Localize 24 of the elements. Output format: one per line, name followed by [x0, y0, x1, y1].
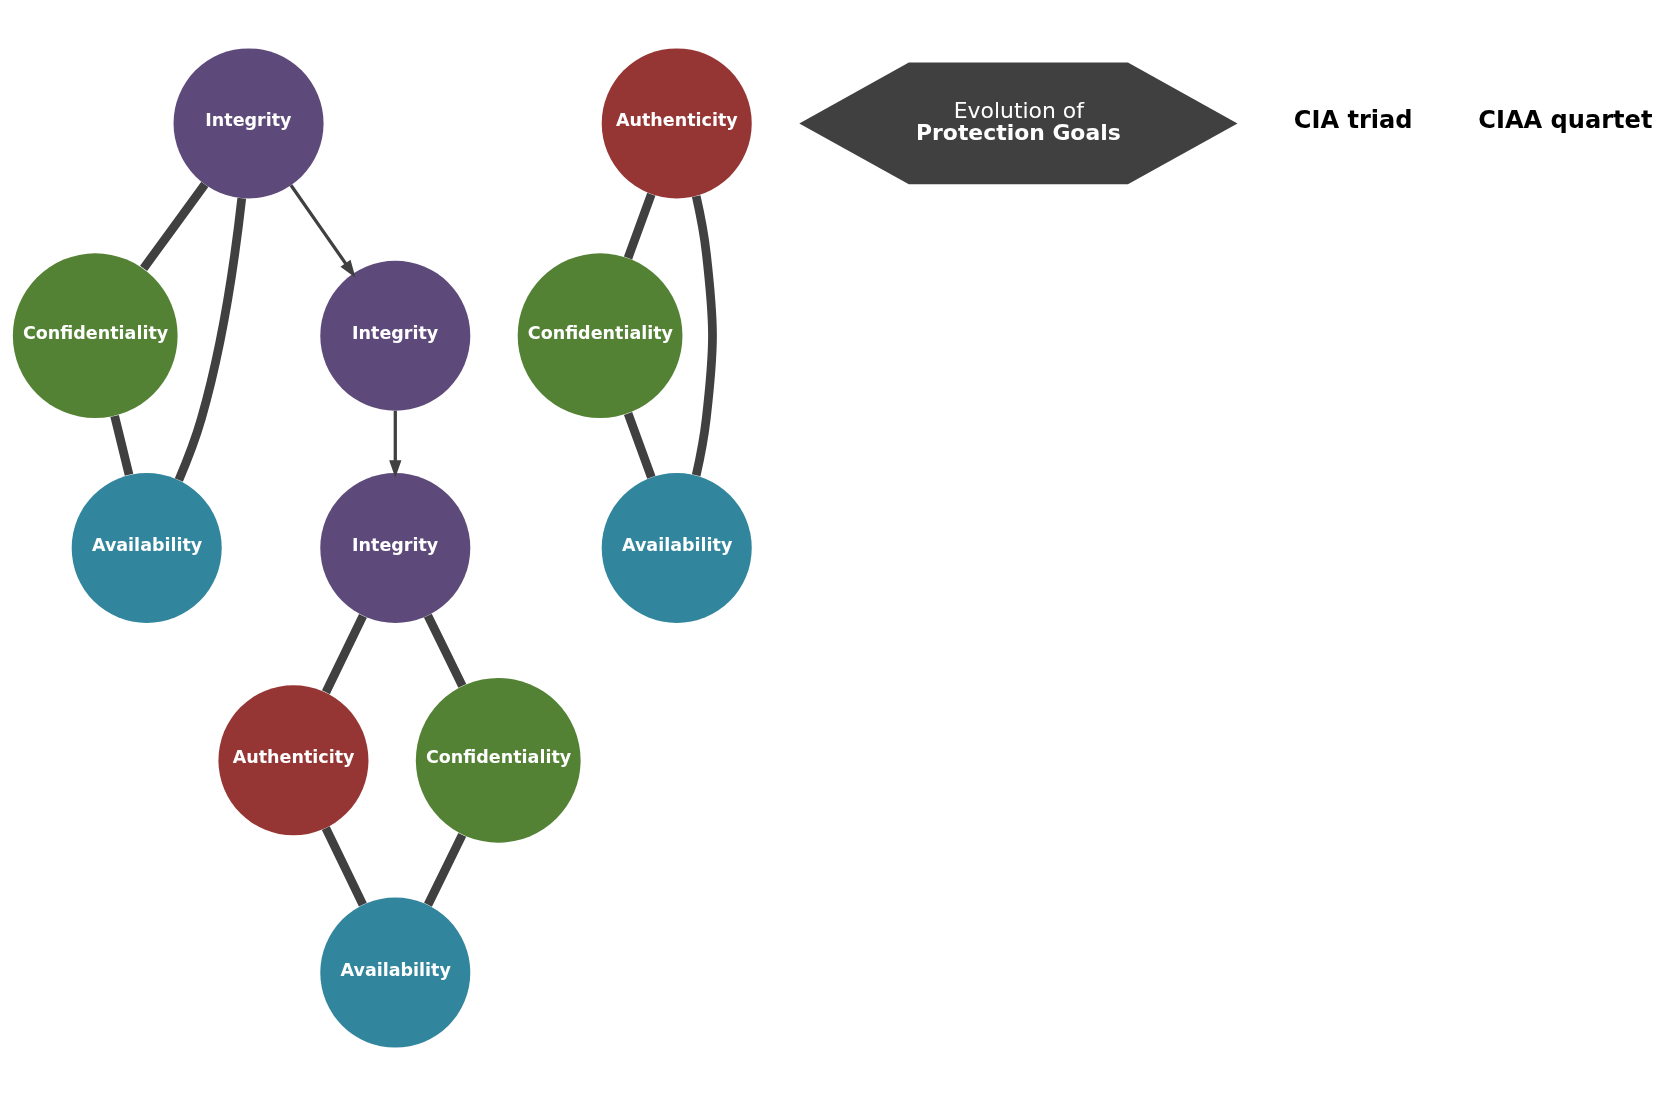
node-circle: Authenticity — [601, 48, 752, 199]
connector — [424, 832, 467, 907]
arrow — [389, 410, 402, 478]
connector — [321, 613, 367, 695]
node-circle: Integrity — [173, 48, 324, 199]
connector — [321, 826, 367, 907]
arrow — [289, 184, 356, 278]
node-circle: Availability — [71, 473, 222, 623]
connector — [423, 613, 467, 688]
connector — [174, 197, 247, 482]
node-circle: Availability — [601, 473, 752, 623]
connector — [623, 412, 656, 479]
connector — [140, 181, 209, 271]
connector — [623, 192, 656, 260]
node-circle: Authenticity — [218, 685, 369, 836]
node-circle: Confidentiality — [415, 677, 581, 843]
label: CIA triad — [1293, 106, 1413, 135]
node-circle: Confidentiality — [12, 253, 178, 419]
label: CIAA quartet — [1478, 106, 1653, 135]
connector — [110, 414, 134, 476]
node-circle: Integrity — [320, 473, 471, 623]
node-circle: Availability — [320, 897, 471, 1048]
node-circle: Confidentiality — [517, 253, 683, 419]
connector — [691, 195, 717, 477]
